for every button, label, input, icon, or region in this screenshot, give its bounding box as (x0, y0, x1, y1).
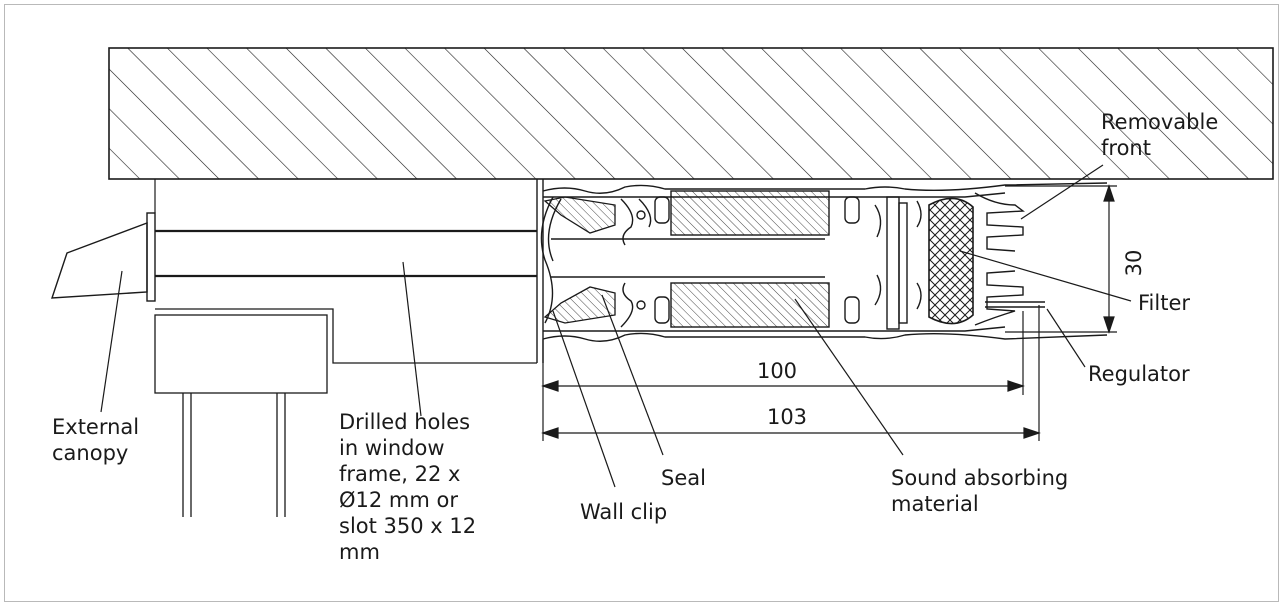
drilled-hole-tubes (154, 179, 537, 278)
leader-lines (100, 164, 1132, 488)
label-wall-clip: Wall clip (580, 500, 668, 524)
length-dimensions (541, 305, 1041, 441)
label-filter: Filter (1138, 291, 1191, 315)
label-drilled-holes: Drilled holes in window frame, 22 x Ø12 … (339, 410, 477, 564)
seal-pieces (543, 196, 616, 324)
dimension-height-value: 30 (1122, 249, 1146, 277)
dimension-inner-length-value: 100 (756, 359, 798, 383)
label-removable-front: Removable front (1101, 110, 1219, 160)
sound-absorbing-blocks (670, 190, 830, 328)
filter-block (928, 197, 974, 325)
wall-section (108, 47, 1274, 180)
label-sound-absorbing: Sound absorbing material (891, 466, 1069, 516)
cross-section-drawing (51, 47, 1274, 517)
label-regulator: Regulator (1088, 362, 1190, 386)
label-external-canopy: External canopy (52, 415, 140, 465)
window-frame-shape (154, 308, 537, 517)
height-dimension (1005, 184, 1117, 334)
ventilator-housing (536, 179, 1108, 363)
external-canopy-shape (51, 212, 156, 302)
dimension-outer-length-value: 103 (766, 405, 808, 429)
label-seal: Seal (661, 466, 706, 490)
diagram-page: Removable front Filter Regulator Externa… (4, 4, 1279, 602)
